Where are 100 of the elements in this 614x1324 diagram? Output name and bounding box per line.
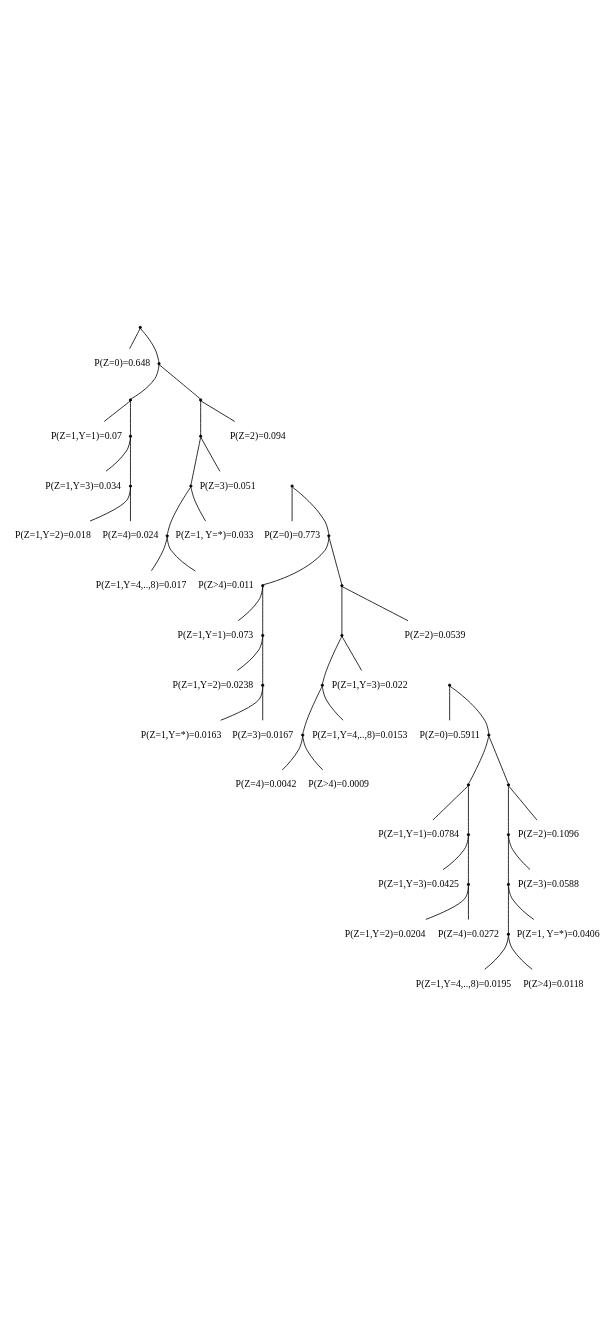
node-text: P(Z=4)=0.0042 (235, 777, 297, 789)
connector (508, 884, 535, 920)
connector (449, 685, 451, 721)
connector (468, 884, 469, 920)
connector (105, 436, 131, 472)
node-text: P(Z=0)=0.5911 (419, 728, 480, 740)
node-text: P(Z=4)=0.024 (102, 528, 159, 540)
connector (341, 586, 343, 635)
node-text: P(Z=2)=0.0539 (404, 628, 466, 640)
connector (262, 685, 264, 721)
node-point (261, 583, 265, 587)
connector (130, 400, 131, 435)
connector (468, 735, 490, 784)
node-text: P(Z=1,Y=1)=0.07 (50, 429, 122, 441)
connector (508, 834, 531, 870)
connector (236, 635, 264, 671)
connector (262, 635, 264, 684)
node-point (320, 683, 324, 687)
connector (468, 785, 469, 834)
node-text: P(Z>4)=0.0118 (523, 977, 584, 989)
node-text: P(Z=1, Y=*)=0.0406 (516, 927, 600, 939)
node-point (301, 732, 305, 737)
connector (484, 934, 509, 970)
node-text: P(Z=0)=0.773 (264, 528, 321, 540)
node-text: P(Z=1,Y=2)=0.018 (15, 528, 91, 540)
node-text: P(Z=1,Y=*)=0.0163 (140, 728, 222, 740)
connector (302, 685, 323, 734)
connector (140, 327, 160, 363)
node-text: P(Z=4)=0.0272 (438, 927, 499, 939)
node-point (506, 882, 511, 886)
node-point (199, 434, 203, 438)
node-text: P(Z=1, Y=*)=0.033 (175, 528, 254, 540)
node-point (448, 683, 452, 687)
node-point (327, 533, 331, 537)
node-point (466, 832, 471, 836)
connector (508, 785, 509, 834)
node-point (290, 484, 294, 488)
node-text: P(Z=0)=0.648 (94, 356, 151, 368)
connector (508, 934, 533, 970)
connector (200, 400, 202, 435)
connector (328, 536, 343, 585)
node-point (157, 361, 161, 365)
connector (302, 735, 324, 770)
connector (237, 585, 264, 621)
connector (508, 884, 509, 933)
connector (159, 364, 201, 399)
connector (166, 536, 196, 571)
connector (442, 834, 469, 870)
node-point (487, 732, 491, 737)
node-text: P(Z=1,Y=4,..,8)=0.0153 (312, 728, 408, 740)
connector (488, 735, 509, 784)
node-point (199, 397, 203, 402)
node-point (128, 484, 133, 488)
node-point (165, 533, 169, 537)
connector (292, 486, 330, 535)
connector (322, 635, 343, 684)
connector (200, 436, 221, 472)
connector (130, 364, 160, 399)
connector (190, 486, 206, 521)
node-text: P(Z=3)=0.051 (199, 479, 256, 491)
node-point (466, 882, 471, 886)
node-point (340, 633, 344, 637)
connector (432, 785, 469, 820)
node-text: P(Z=1,Y=4,..,8)=0.017 (95, 578, 187, 590)
node-text: P(Z=1,Y=2)=0.0204 (344, 927, 426, 939)
connector (129, 327, 141, 349)
node-point (138, 325, 142, 329)
node-point (340, 583, 344, 587)
node-text: P(Z=2)=0.094 (229, 429, 286, 441)
connector (321, 685, 344, 721)
node-point (506, 782, 511, 786)
connector (263, 536, 330, 585)
connector (262, 586, 264, 635)
connector (425, 884, 469, 920)
connector (89, 486, 131, 521)
connector (449, 685, 490, 734)
connector (468, 835, 469, 884)
connector (166, 486, 191, 535)
node-text: P(Z=1,Y=1)=0.073 (177, 628, 254, 640)
connector (220, 685, 264, 721)
node-text: P(Z=1,Y=2)=0.0238 (172, 678, 254, 690)
node-text: P(Z>4)=0.011 (198, 578, 254, 590)
node-text: P(Z=1,Y=1)=0.0784 (378, 827, 459, 839)
node-text: P(Z=1,Y=3)=0.022 (331, 678, 408, 690)
connector (130, 486, 131, 522)
node-point (128, 397, 133, 402)
connector (342, 585, 409, 621)
node-point (506, 832, 511, 836)
node-text: P(Z=1,Y=4,..,8)=0.0195 (415, 977, 512, 989)
node-text: P(Z=2)=0.1096 (518, 827, 579, 839)
node-point (189, 484, 193, 488)
connector (130, 436, 131, 485)
node-point (261, 633, 265, 637)
node-point (261, 683, 265, 687)
node-text: P(Z=3)=0.0167 (232, 728, 294, 740)
connector (200, 400, 236, 422)
connector (291, 486, 293, 522)
connector (341, 635, 363, 671)
connector (151, 536, 168, 571)
connector (508, 785, 538, 820)
